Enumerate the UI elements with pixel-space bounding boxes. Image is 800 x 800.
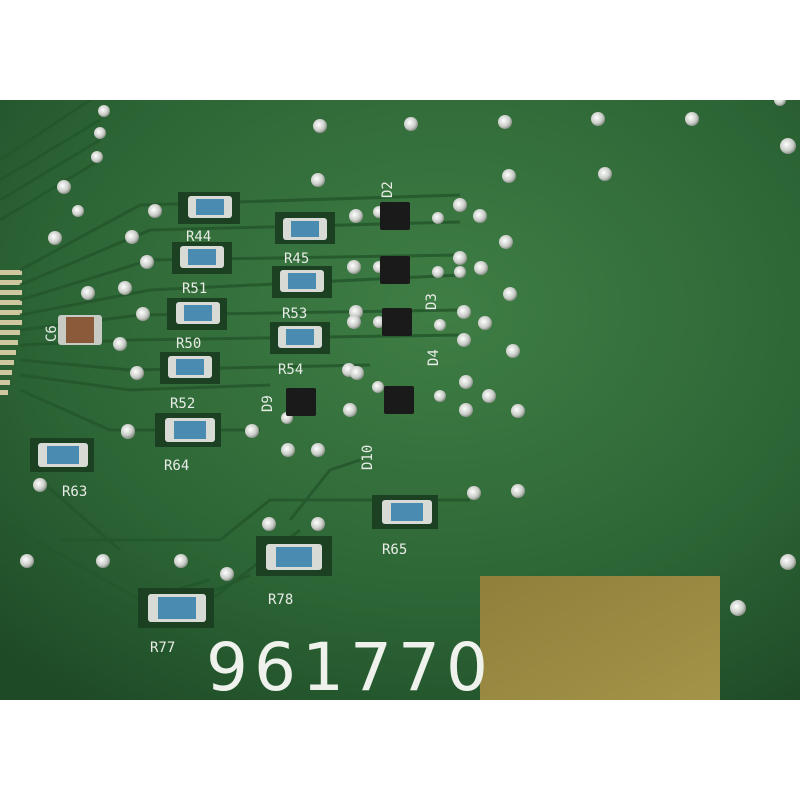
label-r78: R78	[268, 592, 293, 608]
resistor-r52	[168, 356, 212, 378]
gold-test-pad	[480, 576, 720, 700]
pcb-photo: R44 R45 R51 R53 R50 R54 R52 R64 R63 R65 …	[0, 100, 800, 700]
resistor-r64	[165, 418, 215, 442]
board-number: 961770	[206, 629, 494, 700]
label-r63: R63	[62, 484, 87, 500]
diode-d9	[286, 388, 316, 416]
resistor-parts	[38, 196, 432, 622]
resistor-r45	[283, 218, 327, 240]
capacitor-c6	[58, 315, 102, 345]
label-r54: R54	[278, 362, 303, 378]
diode-parts	[286, 202, 414, 416]
resistor-r54	[278, 326, 322, 348]
resistor-r77	[148, 594, 206, 622]
resistor-r53	[280, 270, 324, 292]
label-r77: R77	[150, 640, 175, 656]
resistor-r50	[176, 302, 220, 324]
label-d3: D3	[424, 293, 440, 310]
diode-d3	[380, 256, 410, 284]
label-r51: R51	[182, 281, 207, 297]
vias	[20, 100, 796, 616]
resistor-r63	[38, 443, 88, 467]
resistor-r51	[180, 246, 224, 268]
label-c6: C6	[44, 325, 60, 342]
label-r64: R64	[164, 458, 189, 474]
label-r44: R44	[186, 229, 211, 245]
label-r65: R65	[382, 542, 407, 558]
resistor-r65	[382, 500, 432, 524]
label-d2: D2	[380, 181, 396, 198]
label-r45: R45	[284, 251, 309, 267]
label-d9: D9	[260, 395, 276, 412]
label-r52: R52	[170, 396, 195, 412]
resistor-r78	[266, 544, 322, 570]
edge-connector	[0, 270, 22, 395]
resistor-r44	[188, 196, 232, 218]
label-d10: D10	[360, 445, 376, 470]
label-r50: R50	[176, 336, 201, 352]
label-d4: D4	[426, 349, 442, 366]
diode-d10	[384, 386, 414, 414]
diode-d4	[382, 308, 412, 336]
diode-d2	[380, 202, 410, 230]
label-r53: R53	[282, 306, 307, 322]
